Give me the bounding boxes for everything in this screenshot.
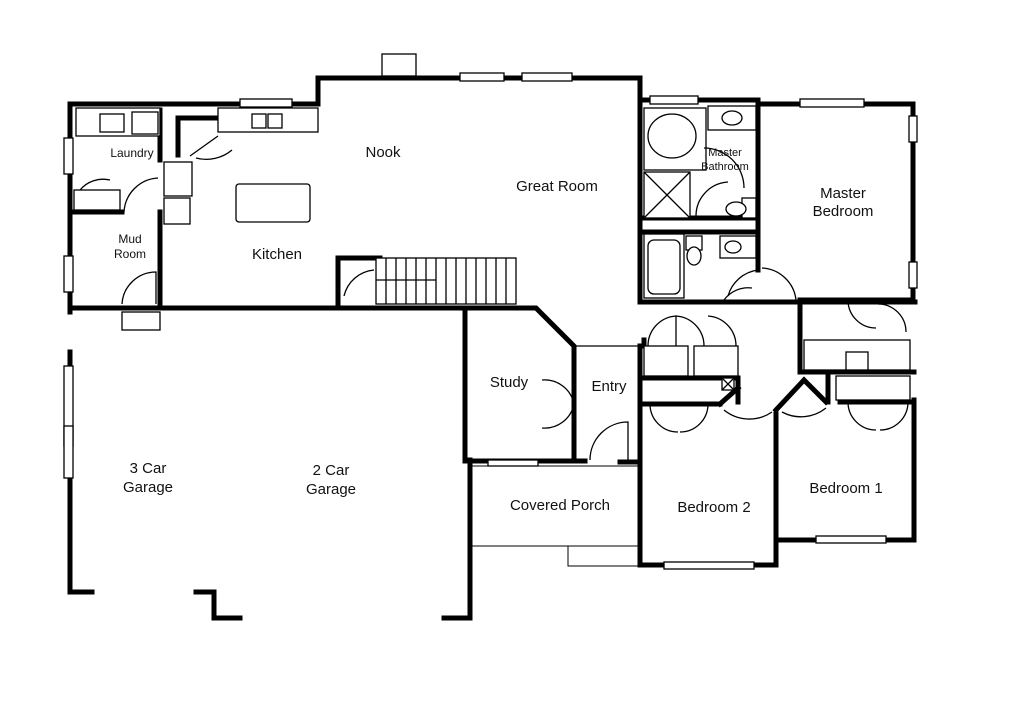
label-nook: Nook bbox=[365, 144, 401, 161]
study-entry-doors bbox=[541, 345, 640, 461]
label-2-car-garage-2: Garage bbox=[306, 481, 356, 498]
label-study: Study bbox=[490, 374, 529, 391]
label-master-bedroom-2: Bedroom bbox=[813, 203, 874, 220]
label-bedroom-1: Bedroom 1 bbox=[809, 480, 882, 497]
staircase bbox=[343, 257, 517, 305]
label-mud-room-1: Mud bbox=[118, 232, 141, 246]
label-kitchen: Kitchen bbox=[252, 246, 302, 263]
label-bedroom-2: Bedroom 2 bbox=[677, 499, 750, 516]
kitchen-fixtures bbox=[121, 107, 319, 305]
label-great-room: Great Room bbox=[516, 178, 598, 195]
laundry-fixtures bbox=[73, 107, 161, 213]
windows bbox=[63, 53, 918, 570]
room-labels: Laundry Nook Mud Room Kitchen Great Room… bbox=[110, 144, 882, 516]
interior-walls bbox=[67, 101, 917, 414]
label-master-bedroom-1: Master bbox=[820, 185, 866, 202]
label-master-bath-2: Bathroom bbox=[701, 161, 749, 173]
label-mud-room-2: Room bbox=[114, 247, 146, 261]
master-bath-fixtures bbox=[643, 105, 797, 301]
covered-porch-slab bbox=[469, 465, 639, 567]
label-laundry: Laundry bbox=[110, 146, 153, 160]
label-master-bath-1: Master bbox=[708, 147, 742, 159]
closets-and-doors bbox=[643, 287, 911, 433]
label-3-car-garage-1: 3 Car bbox=[130, 460, 167, 477]
label-covered-porch: Covered Porch bbox=[510, 497, 610, 514]
label-2-car-garage-1: 2 Car bbox=[313, 462, 350, 479]
label-3-car-garage-2: Garage bbox=[123, 479, 173, 496]
label-entry: Entry bbox=[591, 378, 627, 395]
